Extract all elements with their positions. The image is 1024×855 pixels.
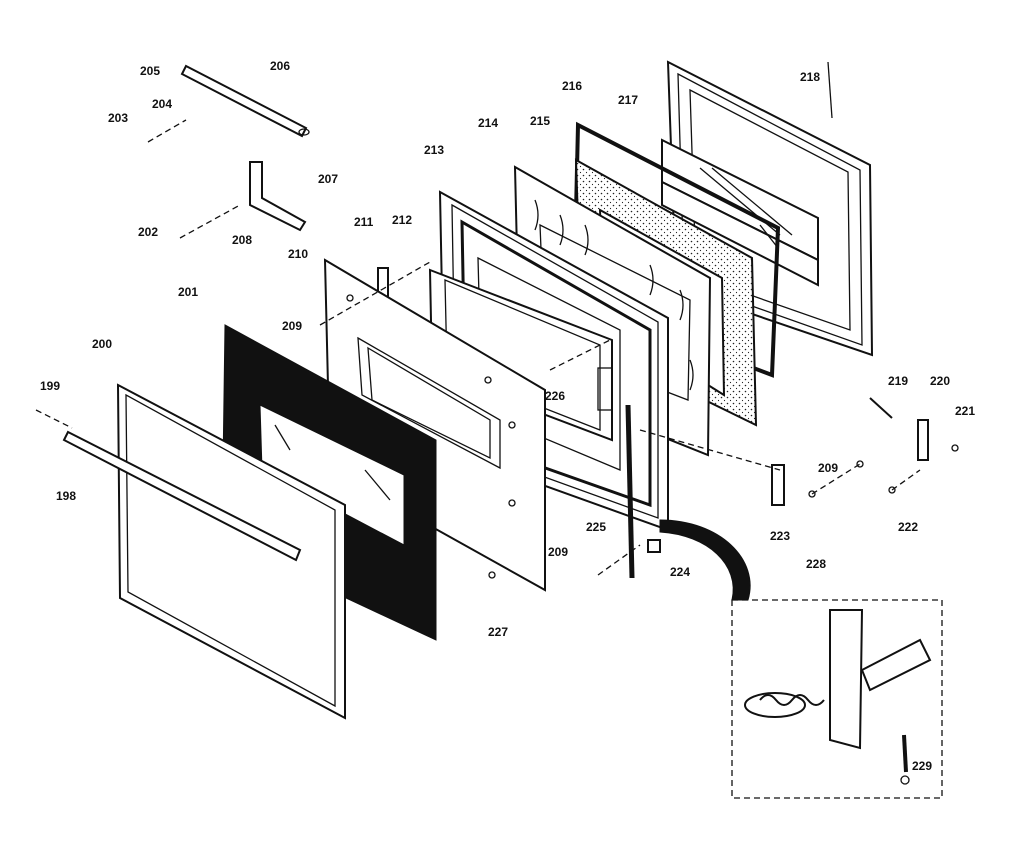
detail-sweep-arrow xyxy=(659,519,751,601)
label-207: 207 xyxy=(318,172,338,186)
label-212: 212 xyxy=(392,213,412,227)
hinge-rod xyxy=(625,404,635,579)
outer-door-frame xyxy=(116,383,346,720)
label-205: 205 xyxy=(140,64,160,78)
label-221: 221 xyxy=(955,404,975,418)
label-210: 210 xyxy=(288,247,308,261)
label-219: 219 xyxy=(888,374,908,388)
clip-224 xyxy=(647,539,661,553)
label-209-left: 209 xyxy=(282,319,302,333)
label-208: 208 xyxy=(232,233,252,247)
label-225: 225 xyxy=(586,520,606,534)
label-226: 226 xyxy=(545,389,565,403)
label-201: 201 xyxy=(178,285,198,299)
label-218: 218 xyxy=(800,70,820,84)
label-209-bottom: 209 xyxy=(548,545,568,559)
label-204: 204 xyxy=(152,97,172,111)
label-199: 199 xyxy=(40,379,60,393)
part-labels: 199 198 200 201 202 203 204 205 206 207 … xyxy=(40,59,975,773)
label-202: 202 xyxy=(138,225,158,239)
label-206: 206 xyxy=(270,59,290,73)
label-200: 200 xyxy=(92,337,112,351)
hinge-bracket-207 xyxy=(249,161,307,232)
label-198: 198 xyxy=(56,489,76,503)
label-223: 223 xyxy=(770,529,790,543)
handle-trim xyxy=(62,430,302,562)
label-229: 229 xyxy=(912,759,932,773)
label-217: 217 xyxy=(618,93,638,107)
label-228: 228 xyxy=(806,557,826,571)
label-203: 203 xyxy=(108,111,128,125)
label-213: 213 xyxy=(424,143,444,157)
label-222: 222 xyxy=(898,520,918,534)
label-227: 227 xyxy=(488,625,508,639)
label-215: 215 xyxy=(530,114,550,128)
label-216: 216 xyxy=(562,79,582,93)
label-214: 214 xyxy=(478,116,498,130)
label-224: 224 xyxy=(670,565,690,579)
label-220: 220 xyxy=(930,374,950,388)
top-rod xyxy=(180,64,310,138)
label-209-right: 209 xyxy=(818,461,838,475)
label-211: 211 xyxy=(354,215,374,229)
assembly-leader-lines xyxy=(35,119,921,576)
hinge-detail-box xyxy=(731,599,943,799)
right-hardware xyxy=(771,397,959,506)
